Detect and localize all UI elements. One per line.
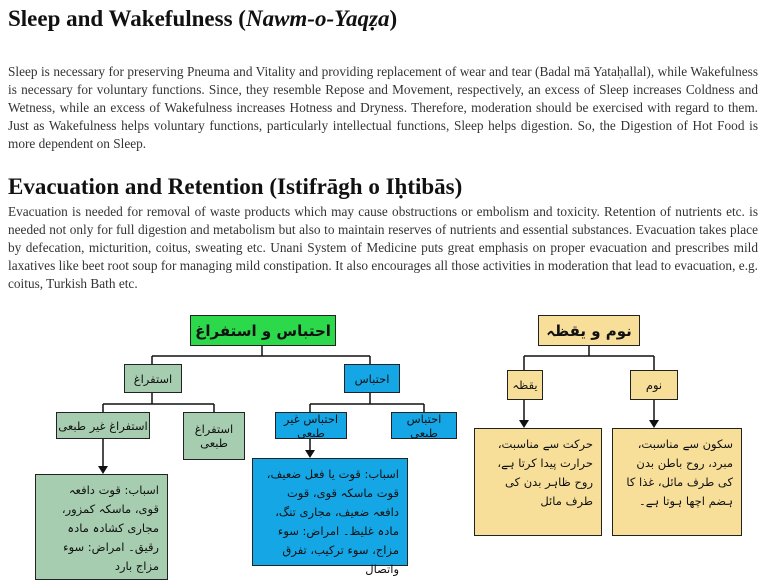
box-ihtibas: احتباس [344,364,400,393]
sleep-wakefulness-paragraph: Sleep is necessary for preserving Pneuma… [8,64,758,151]
box-nawm: نوم [630,370,678,400]
sleep-wakefulness-heading: Sleep and Wakefulness (Nawm-o-Yaqẓa) [8,6,397,32]
heading-italic-term: Nawm-o-Yaqẓa [245,6,390,31]
classification-diagram: احتباس و استفراغ استفراغ احتباس استفراغ … [0,296,768,584]
box-yaqza-description: حرکت سے مناسبت، حرارت پیدا کرتا ہے، روح … [474,428,602,536]
box-ihtibas-ghair-tabai: احتباس غیر طبعی [275,412,347,440]
root-box-nawm-yaqza: نوم و یقظہ [538,315,640,346]
box-nawm-description: سکون سے مناسبت، مبرد، روح باطن بدن کی طر… [612,428,742,536]
diagram-connector-lines [98,345,659,474]
box-istifragh-tabai: استفراغ طبعی [183,412,245,460]
box-istifragh: استفراغ [124,364,182,393]
box-ihtibas-causes: اسباب: قوت یا فعل ضعیف، قوت ماسکہ قوی، ق… [252,458,408,576]
root-box-ihtibas-istifragh: احتباس و استفراغ [190,315,336,346]
evacuation-retention-heading: Evacuation and Retention (Istifrāgh o Iḥ… [8,174,463,199]
box-istifragh-ghair-tabai: استفراغ غیر طبعی [56,412,150,439]
box-ihtibas-tabai: احتباس طبعی [391,412,457,440]
box-yaqza: یقظہ [507,370,543,400]
heading-close-paren: ) [389,6,398,31]
evacuation-retention-paragraph: Evacuation is needed for removal of wast… [8,204,758,291]
box-istifragh-causes: اسباب: قوت دافعہ قوی، ماسکہ کمزور، مجاری… [35,474,168,580]
heading-text: Sleep and Wakefulness ( [8,6,246,31]
